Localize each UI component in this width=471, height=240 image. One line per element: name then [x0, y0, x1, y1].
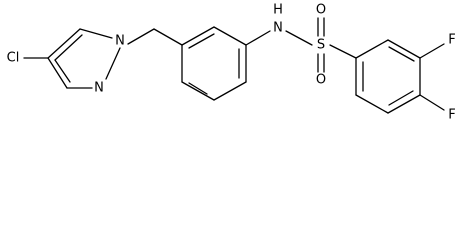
bond — [355, 94, 389, 114]
atom-label-n-pyrazole-1: N — [115, 34, 125, 49]
bond — [181, 26, 215, 46]
bond — [245, 30, 271, 46]
bond — [47, 57, 68, 89]
bond — [79, 28, 113, 39]
bond — [188, 82, 208, 95]
chemical-structure-diagram: Cl N N H N S O O F F — [7, 3, 456, 123]
bond — [213, 81, 247, 101]
atom-label-f-3: F — [448, 33, 455, 48]
atom-label-f-4: F — [448, 108, 455, 123]
bond — [388, 46, 415, 62]
bond — [213, 26, 247, 46]
atom-label-h-sulfonamide: H — [273, 3, 283, 18]
atom-label-cl: Cl — [7, 51, 20, 66]
bond — [329, 44, 357, 59]
bond — [54, 59, 71, 83]
bond — [47, 28, 81, 59]
bond — [355, 39, 389, 59]
bond — [153, 28, 183, 46]
bond — [181, 81, 215, 101]
bond — [388, 90, 414, 106]
bond — [105, 47, 121, 80]
atom-label-o-top: O — [316, 3, 326, 18]
phenyl-ring — [181, 26, 247, 101]
difluorophenyl-ring — [355, 39, 421, 114]
atom-label-o-bottom: O — [316, 73, 326, 88]
bond — [54, 34, 83, 61]
atom-label-n-sulfonamide: N — [273, 21, 283, 36]
atom-label-s: S — [317, 38, 325, 53]
bond — [387, 39, 421, 59]
bond — [127, 28, 155, 45]
bond — [387, 94, 421, 114]
bond — [188, 33, 215, 49]
bond — [419, 43, 445, 59]
atom-label-n-pyrazole-2: N — [94, 81, 104, 96]
bond — [419, 94, 445, 111]
pyrazole-ring — [47, 28, 121, 89]
bond — [285, 30, 313, 46]
